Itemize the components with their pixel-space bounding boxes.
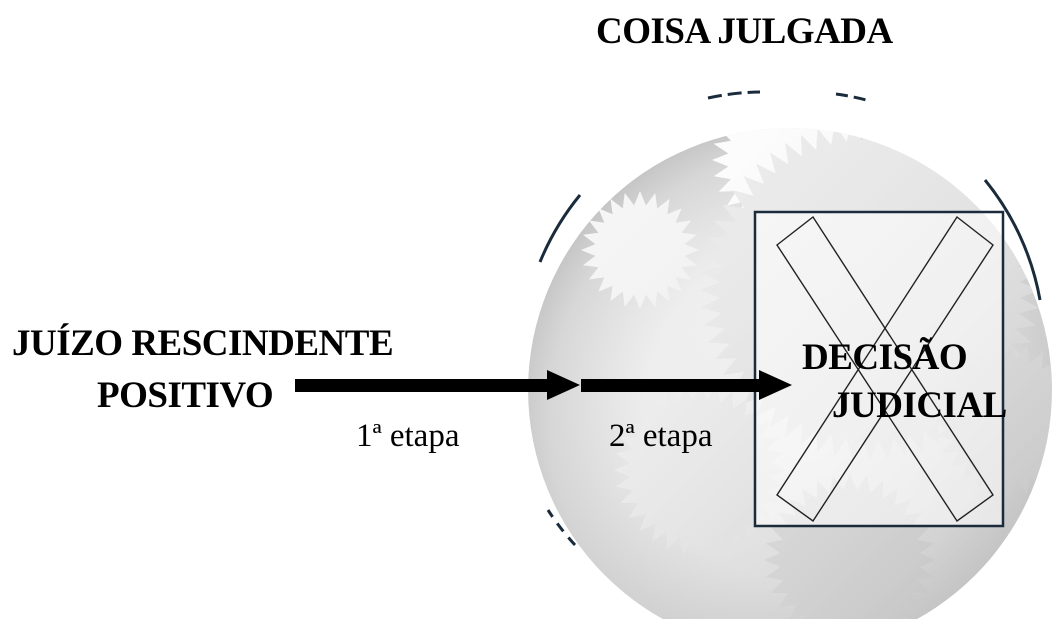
step-2-label: 2ª etapa — [609, 418, 713, 454]
arrow-step-1 — [295, 370, 580, 400]
sphere-outline — [538, 90, 1042, 547]
target-label-line-1: DECISÃO — [802, 337, 968, 378]
x-cross-mark — [776, 215, 994, 522]
arrow-step-2 — [581, 370, 792, 400]
title-coisa-julgada: COISA JULGADA — [596, 11, 893, 52]
step-1-label: 1ª etapa — [356, 418, 460, 454]
origin-label-line-2: POSITIVO — [97, 375, 274, 416]
origin-label-line-1: JUÍZO RESCINDENTE — [12, 323, 394, 364]
decisao-judicial-box — [753, 210, 1005, 528]
target-label-line-2: JUDICIAL — [832, 385, 1007, 426]
